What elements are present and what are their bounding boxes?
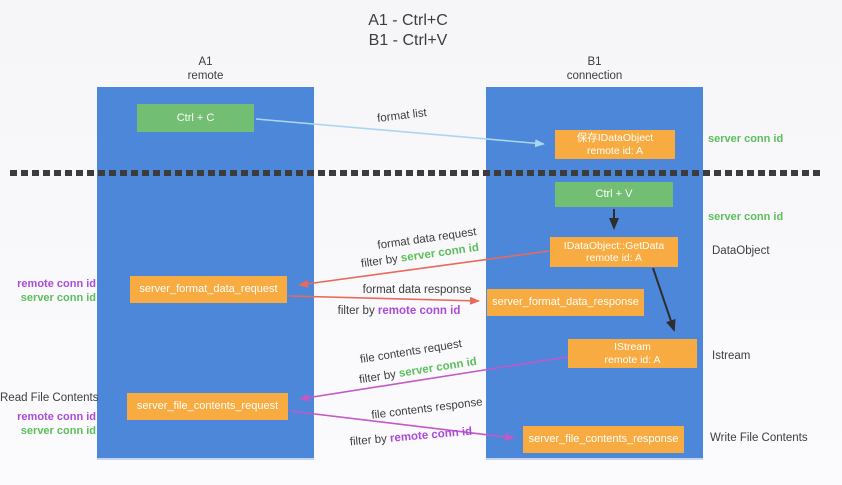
session-divider-dotted-line [10, 170, 824, 176]
istream-box: IStream remote id: A [568, 339, 697, 368]
lane-b-role: connection [566, 69, 623, 82]
write-file-contents-label: Write File Contents [710, 432, 808, 444]
server-file-contents-response-box: server_file_contents_response [523, 426, 684, 453]
format-data-response-filter-label: filter by remote conn id [338, 305, 461, 317]
arrow-format-list [255, 118, 545, 148]
arrow-file-contents-request [299, 356, 568, 402]
read-file-contents-label: Read File Contents [0, 392, 99, 404]
save-idataobject-title: 保存IDataObject [576, 132, 654, 144]
dataobject-label: DataObject [712, 245, 770, 257]
arrow-file-contents-response [289, 410, 515, 441]
title-line-1: A1 - Ctrl+C [368, 12, 448, 29]
format-data-response-label: format data response [362, 284, 472, 296]
filter-by-text: filter by [337, 305, 375, 317]
left-remote-conn-id-label-bottom: remote conn id [17, 411, 96, 423]
right-server-conn-id-label-mid: server conn id [708, 211, 784, 223]
title-line-2: B1 - Ctrl+V [368, 32, 448, 49]
getdata-remote-id: remote id: A [585, 252, 643, 264]
ctrl-c-box: Ctrl + C [137, 104, 254, 132]
remote-conn-id-text: remote conn id [377, 305, 461, 317]
left-server-conn-id-label-top: server conn id [20, 292, 96, 304]
left-remote-conn-id-label-top: remote conn id [17, 278, 96, 290]
lane-a-name: A1 [198, 56, 213, 68]
arrow-format-data-response [288, 295, 480, 305]
lane-b-header: B1 connection [486, 56, 703, 83]
lane-b-name: B1 [587, 56, 602, 68]
arrow-getdata-to-istream [652, 267, 676, 332]
save-idataobject-remote-id: remote id: A [586, 144, 644, 157]
lane-a-role: remote [187, 69, 224, 82]
lane-a-header: A1 remote [97, 56, 314, 83]
istream-remote-id: remote id: A [604, 353, 661, 366]
idataobject-getdata-box: IDataObject::GetData remote id: A [550, 237, 678, 267]
istream-label: Istream [712, 350, 751, 362]
left-server-conn-id-label-bottom: server conn id [20, 425, 96, 437]
save-idataobject-box: 保存IDataObject remote id: A [555, 130, 675, 159]
server-format-data-request-box: server_format_data_request [130, 276, 287, 303]
right-server-conn-id-label-top: server conn id [708, 133, 784, 145]
getdata-title: IDataObject::GetData [563, 239, 665, 252]
istream-title: IStream [614, 341, 651, 353]
server-file-contents-request-box: server_file_contents_request [127, 393, 288, 420]
server-format-data-response-box: server_format_data_response [487, 289, 644, 316]
arrow-format-data-request [298, 250, 550, 288]
diagram-title: A1 - Ctrl+C B1 - Ctrl+V [288, 11, 528, 51]
ctrl-v-box: Ctrl + V [555, 182, 673, 207]
